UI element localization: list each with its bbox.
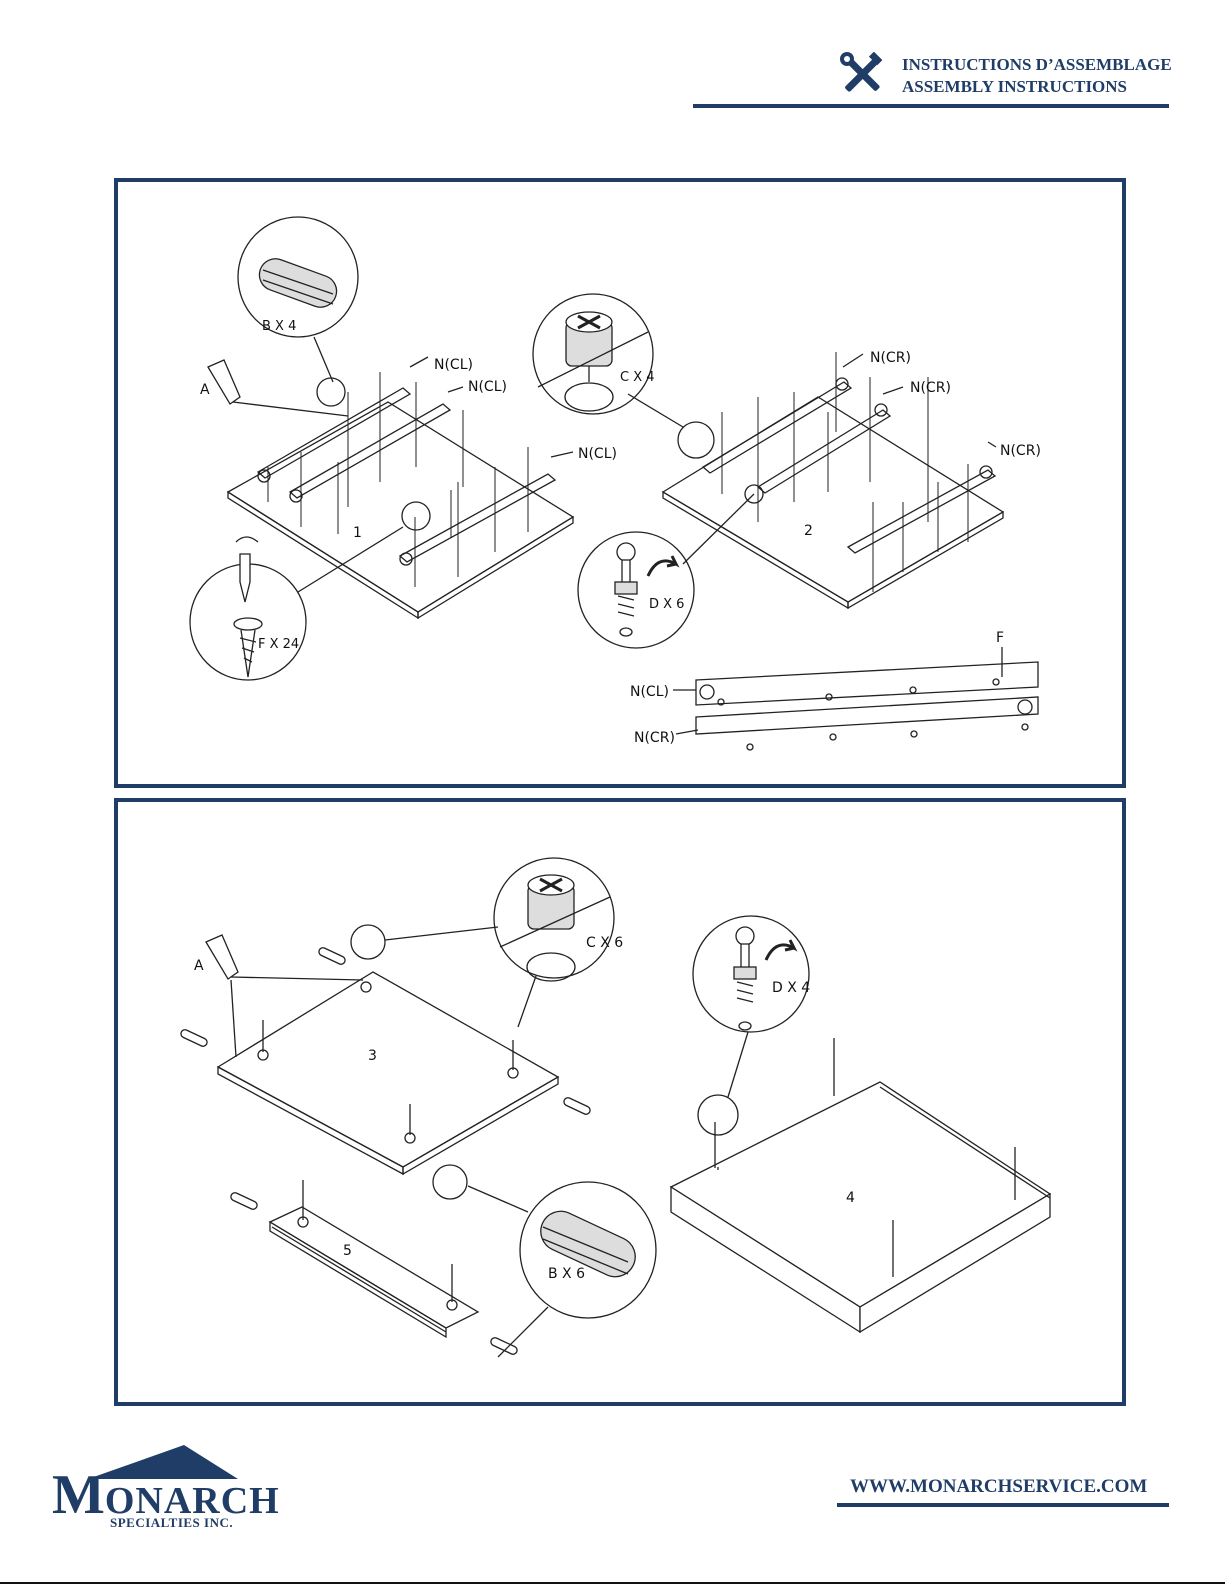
label-part-a: A xyxy=(194,958,204,974)
rotate-arrow-icon xyxy=(648,556,676,576)
label-ncl-1: N(CL) xyxy=(434,357,473,373)
dowel-b-icon xyxy=(255,254,341,311)
rail-detail xyxy=(673,647,1038,750)
label-step-5: 5 xyxy=(343,1243,352,1259)
title-english: ASSEMBLY INSTRUCTIONS xyxy=(902,77,1127,97)
assembly-panel-steps-3-4-5: A C X 6 D X 4 B X 6 3 4 5 xyxy=(114,798,1126,1406)
label-rail-f: F xyxy=(996,630,1004,646)
tools-icon xyxy=(840,52,884,96)
label-b-qty: B X 4 xyxy=(262,319,296,334)
step2-board xyxy=(663,397,1003,608)
page-header: INSTRUCTIONS D’ASSEMBLAGE ASSEMBLY INSTR… xyxy=(840,52,1170,112)
step5-shelf xyxy=(230,1180,519,1356)
label-rail-ncl: N(CL) xyxy=(630,684,669,700)
label-d-qty: D X 4 xyxy=(772,980,810,996)
diagram-steps-1-2: A B X 4 F X 24 N(CL) N(CL) N(CL) 1 C X 4… xyxy=(118,182,1122,784)
screwdriver-icon xyxy=(236,537,258,602)
diagram-steps-3-4-5: A C X 6 D X 4 B X 6 3 4 5 xyxy=(118,802,1122,1402)
label-ncr-3: N(CR) xyxy=(1000,443,1041,459)
label-d-qty: D X 6 xyxy=(649,597,684,612)
brand-subtitle: SPECIALTIES INC. xyxy=(110,1515,233,1531)
label-ncl-2: N(CL) xyxy=(468,379,507,395)
label-part-a: A xyxy=(200,382,210,398)
website-rule xyxy=(837,1503,1169,1507)
cam-bolt-d-icon xyxy=(734,927,756,1030)
monarch-logo: MONARCH SPECIALTIES INC. xyxy=(52,1445,252,1535)
label-ncr-1: N(CR) xyxy=(870,350,911,366)
label-rail-ncr: N(CR) xyxy=(634,730,675,746)
label-step-3: 3 xyxy=(368,1048,377,1064)
header-rule xyxy=(693,104,1169,108)
title-french: INSTRUCTIONS D’ASSEMBLAGE xyxy=(902,55,1172,75)
label-ncl-3: N(CL) xyxy=(578,446,617,462)
label-f-qty: F X 24 xyxy=(258,637,299,652)
step3-board xyxy=(218,972,558,1174)
label-b-qty: B X 6 xyxy=(548,1266,585,1282)
rotate-arrow-icon xyxy=(766,940,794,960)
page-bottom-line xyxy=(0,1582,1225,1584)
label-step-4: 4 xyxy=(846,1190,855,1206)
website-link[interactable]: WWW.MONARCHSERVICE.COM xyxy=(850,1476,1147,1498)
step4-box xyxy=(671,1038,1050,1332)
label-c-qty: C X 6 xyxy=(586,935,623,951)
label-c-qty: C X 4 xyxy=(620,370,655,385)
label-ncr-2: N(CR) xyxy=(910,380,951,396)
assembly-panel-steps-1-2: A B X 4 F X 24 N(CL) N(CL) N(CL) 1 C X 4… xyxy=(114,178,1126,788)
cam-bolt-d-icon xyxy=(615,543,637,636)
label-step-2: 2 xyxy=(804,523,813,539)
label-step-1: 1 xyxy=(353,525,362,541)
step1-board xyxy=(228,402,573,618)
